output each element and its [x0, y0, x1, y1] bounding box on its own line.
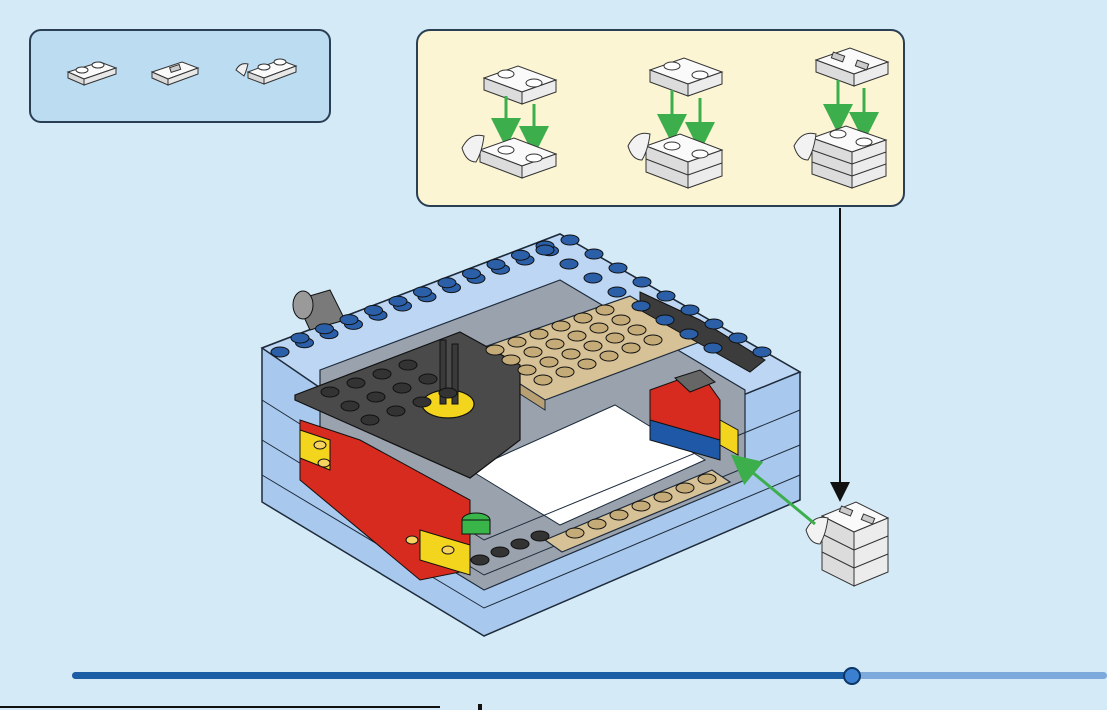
- stud: [471, 555, 489, 565]
- stud: [508, 337, 526, 347]
- part-hinge-plate: [236, 59, 296, 84]
- stud: [578, 359, 596, 369]
- stud: [387, 406, 405, 416]
- stud: [291, 333, 309, 343]
- stud: [511, 539, 529, 549]
- stud: [413, 397, 431, 407]
- stud: [556, 367, 574, 377]
- stud: [502, 355, 520, 365]
- stud: [698, 474, 716, 484]
- stud: [438, 278, 456, 288]
- part-grille-tile: [152, 62, 198, 85]
- stud: [676, 483, 694, 493]
- stud: [632, 501, 650, 511]
- stud: [439, 388, 457, 398]
- stud: [584, 273, 602, 283]
- stud: [531, 531, 549, 541]
- stud: [561, 235, 579, 245]
- stud: [419, 374, 437, 384]
- stud: [399, 360, 417, 370]
- stud: [491, 547, 509, 557]
- stud: [654, 492, 672, 502]
- stud: [633, 277, 651, 287]
- stud: [729, 333, 747, 343]
- stud: [518, 365, 536, 375]
- stud: [588, 519, 606, 529]
- stud: [361, 415, 379, 425]
- stud: [560, 259, 578, 269]
- stud: [530, 329, 548, 339]
- stud: [705, 319, 723, 329]
- stud: [389, 296, 407, 306]
- stud: [552, 321, 570, 331]
- stud: [656, 315, 674, 325]
- subassembly-step-2: [628, 58, 722, 188]
- stud: [321, 387, 339, 397]
- stud: [644, 335, 662, 345]
- stud: [584, 341, 602, 351]
- stud: [606, 333, 624, 343]
- stud: [367, 392, 385, 402]
- stud: [632, 301, 650, 311]
- stud: [271, 347, 289, 357]
- stud: [609, 263, 627, 273]
- page-bottom-rule: [0, 706, 440, 708]
- stud: [373, 369, 391, 379]
- stud: [534, 375, 552, 385]
- stud: [657, 291, 675, 301]
- stud: [612, 315, 630, 325]
- stud: [340, 315, 358, 325]
- stud: [574, 313, 592, 323]
- stud: [524, 347, 542, 357]
- stud: [347, 378, 365, 388]
- stud: [487, 259, 505, 269]
- stud: [628, 325, 646, 335]
- part-plate-1x2: [68, 62, 116, 85]
- stud: [753, 347, 771, 357]
- stud: [610, 510, 628, 520]
- progress-fill: [72, 672, 852, 679]
- subassembly-step-1: [462, 66, 556, 178]
- stud: [681, 305, 699, 315]
- page-bottom-mark: [478, 704, 482, 710]
- stud: [566, 528, 584, 538]
- stud: [596, 305, 614, 315]
- stud: [546, 339, 564, 349]
- instruction-progress-bar[interactable]: [72, 672, 1107, 680]
- stud: [414, 287, 432, 297]
- stud: [316, 324, 334, 334]
- stud: [562, 349, 580, 359]
- stud: [393, 383, 411, 393]
- stud: [365, 305, 383, 315]
- stud: [704, 343, 722, 353]
- stud: [600, 351, 618, 361]
- stud: [463, 269, 481, 279]
- subassembly-step-3: [794, 48, 888, 188]
- stud: [608, 287, 626, 297]
- stud: [341, 401, 359, 411]
- stud: [680, 329, 698, 339]
- stud: [540, 357, 558, 367]
- main-model: [262, 234, 800, 636]
- stud: [590, 323, 608, 333]
- stud: [568, 331, 586, 341]
- final-placed-piece: [806, 502, 888, 586]
- stud: [512, 250, 530, 260]
- stud: [486, 345, 504, 355]
- stud: [622, 343, 640, 353]
- stud: [536, 245, 554, 255]
- stud: [585, 249, 603, 259]
